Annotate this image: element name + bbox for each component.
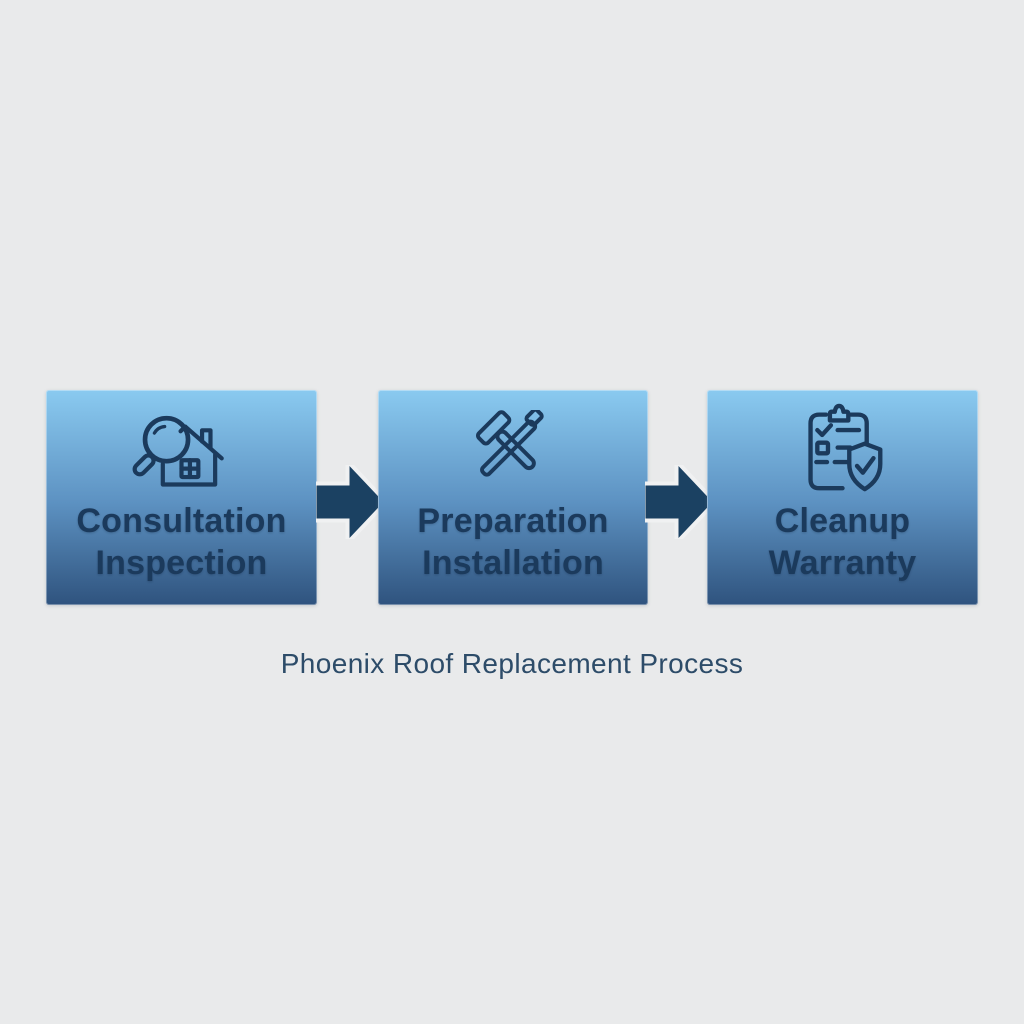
arrow-right-icon — [316, 465, 385, 539]
clipboard-shield-icon — [808, 403, 883, 492]
step-box-preparation-installation: Preparation Installation — [378, 390, 648, 605]
step-box-consultation-inspection: Consultation Inspection — [46, 390, 317, 605]
step-icon-wrap — [469, 402, 557, 496]
step-label-line2: Warranty — [768, 544, 917, 582]
diagram-caption: Phoenix Roof Replacement Process — [280, 648, 744, 679]
hammer-chisel-icon — [476, 410, 544, 477]
step-box-cleanup-warranty: Cleanup Warranty — [707, 390, 978, 605]
step-label-line1: Consultation — [76, 502, 287, 540]
step-label-line1: Cleanup — [774, 502, 911, 540]
step-label-line1: Preparation — [417, 502, 609, 540]
step-label-line2: Installation — [422, 544, 604, 582]
magnifier-house-icon — [132, 415, 224, 487]
step-label-line2: Inspection — [95, 544, 268, 582]
step-icon-wrap — [129, 402, 234, 496]
arrow-right-icon — [645, 465, 714, 539]
step-icon-wrap — [794, 402, 891, 496]
